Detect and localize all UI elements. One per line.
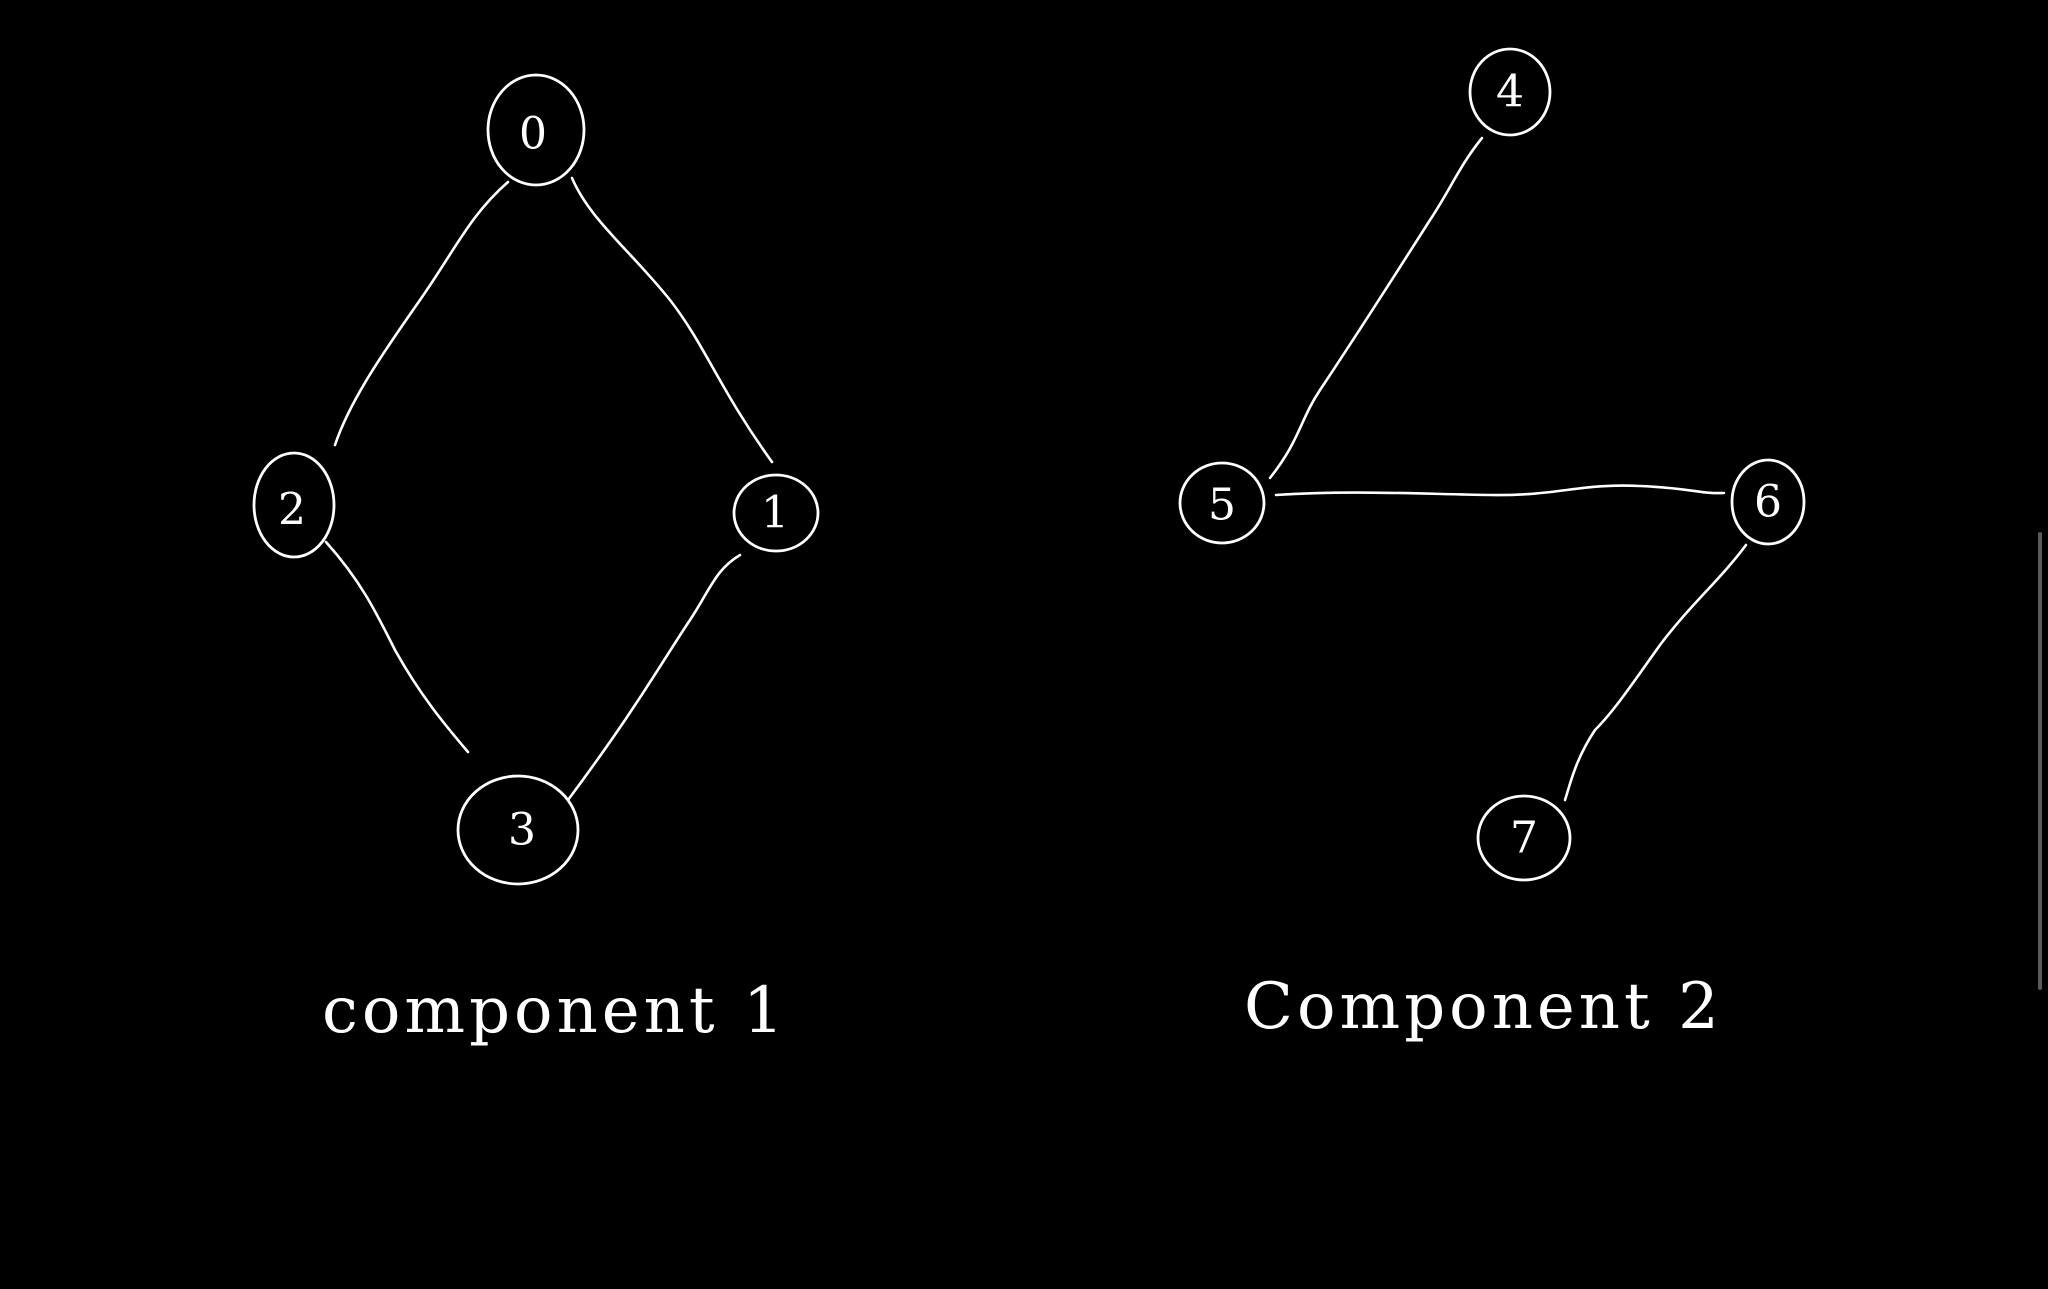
- edge-0-2: [333, 180, 510, 447]
- node-0: 0: [486, 73, 586, 187]
- edge-1-3: [566, 553, 742, 802]
- edge-5-6: [1274, 484, 1726, 497]
- node-1: 1: [732, 473, 820, 553]
- vertical-scrollbar[interactable]: [2038, 532, 2042, 990]
- component-2-caption: Component 2: [1244, 970, 1723, 1044]
- node-7: 7: [1476, 794, 1572, 882]
- component-1-caption: component 1: [322, 974, 788, 1048]
- node-label-5: 5: [1208, 480, 1236, 531]
- edge-6-7: [1563, 543, 1748, 802]
- edge-4-5: [1268, 136, 1484, 480]
- node-4: 4: [1468, 47, 1552, 137]
- node-label-7: 7: [1510, 813, 1538, 864]
- node-label-4: 4: [1496, 67, 1524, 118]
- node-6: 6: [1730, 458, 1806, 546]
- node-label-2: 2: [278, 485, 306, 536]
- node-label-3: 3: [508, 805, 536, 856]
- node-label-0: 0: [519, 109, 547, 160]
- node-label-1: 1: [761, 488, 789, 539]
- node-label-6: 6: [1754, 477, 1782, 528]
- node-3: 3: [456, 774, 580, 886]
- edge-2-3: [324, 540, 470, 754]
- node-5: 5: [1178, 461, 1266, 545]
- node-2: 2: [252, 451, 336, 559]
- edge-0-1: [570, 176, 774, 464]
